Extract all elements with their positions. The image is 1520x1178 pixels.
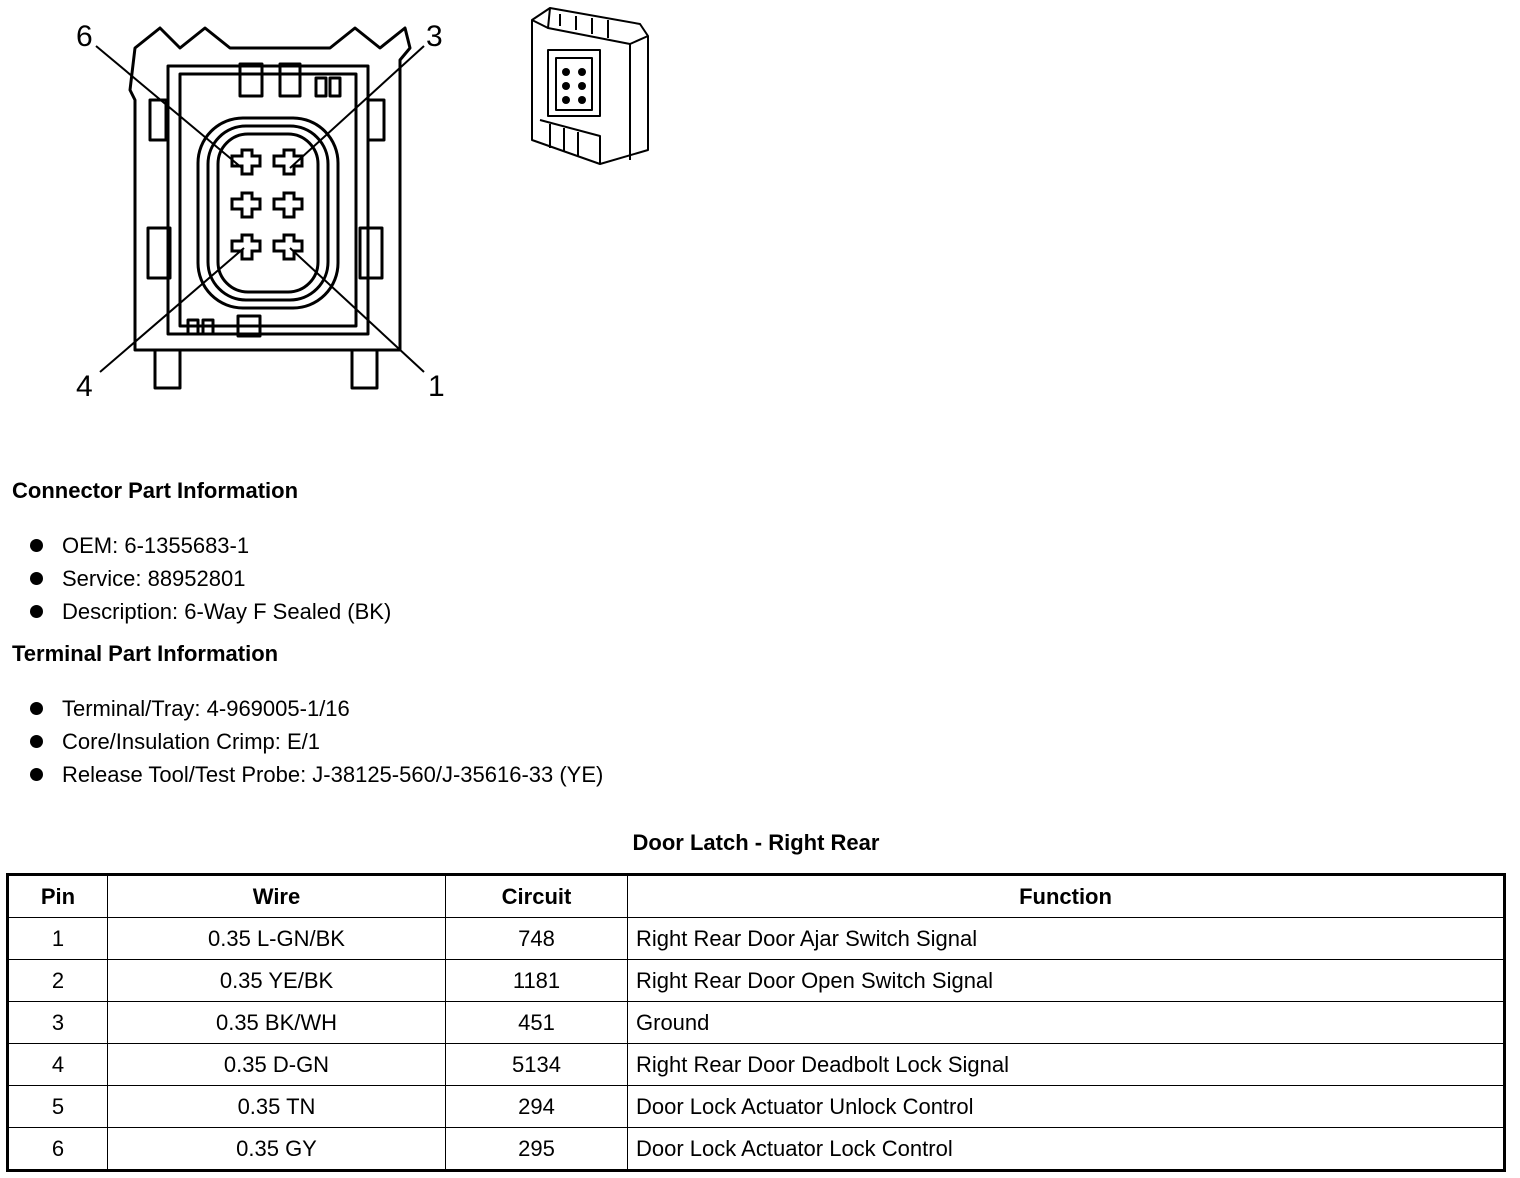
list-item-text: Core/Insulation Crimp: E/1 — [62, 729, 320, 754]
table-row: 6 0.35 GY 295 Door Lock Actuator Lock Co… — [7, 1127, 1505, 1171]
terminal-info-title: Terminal Part Information — [12, 641, 279, 666]
cell-wire: 0.35 D-GN — [107, 1043, 446, 1086]
cell-wire: 0.35 BK/WH — [107, 1001, 446, 1044]
table-row: 4 0.35 D-GN 5134 Right Rear Door Deadbol… — [7, 1043, 1505, 1086]
list-item: Description: 6-Way F Sealed (BK) — [30, 595, 391, 628]
cell-circuit: 295 — [445, 1127, 628, 1171]
column-header-function: Function — [627, 874, 1505, 918]
table-caption: Door Latch - Right Rear — [632, 830, 880, 855]
cell-function: Right Rear Door Open Switch Signal — [627, 959, 1505, 1002]
cell-circuit: 294 — [445, 1085, 628, 1128]
bullet-icon — [30, 539, 43, 552]
column-header-pin: Pin — [7, 874, 108, 918]
bullet-icon — [30, 735, 43, 748]
table-row: 5 0.35 TN 294 Door Lock Actuator Unlock … — [7, 1085, 1505, 1128]
pin-label-4: 4 — [76, 370, 93, 403]
cell-circuit: 748 — [445, 917, 628, 960]
column-header-circuit: Circuit — [445, 874, 628, 918]
list-item: Release Tool/Test Probe: J-38125-560/J-3… — [30, 758, 603, 791]
cell-wire: 0.35 YE/BK — [107, 959, 446, 1002]
column-header-wire: Wire — [107, 874, 446, 918]
connector-isometric-drawing — [531, 7, 649, 165]
list-item-text: Terminal/Tray: 4-969005-1/16 — [62, 696, 350, 721]
cell-pin: 5 — [7, 1085, 108, 1128]
pin-label-1: 1 — [428, 370, 445, 403]
list-item-text: Service: 88952801 — [62, 566, 246, 591]
connector-info-list: OEM: 6-1355683-1 Service: 88952801 Descr… — [30, 529, 391, 628]
cell-function: Right Rear Door Deadbolt Lock Signal — [627, 1043, 1505, 1086]
cell-pin: 4 — [7, 1043, 108, 1086]
list-item: Core/Insulation Crimp: E/1 — [30, 725, 603, 758]
list-item-text: Release Tool/Test Probe: J-38125-560/J-3… — [62, 762, 604, 787]
table-row: 1 0.35 L-GN/BK 748 Right Rear Door Ajar … — [7, 917, 1505, 960]
terminal-info-list: Terminal/Tray: 4-969005-1/16 Core/Insula… — [30, 692, 603, 791]
pin-label-3: 3 — [426, 20, 443, 53]
bullet-icon — [30, 572, 43, 585]
cell-wire: 0.35 L-GN/BK — [107, 917, 446, 960]
list-item: OEM: 6-1355683-1 — [30, 529, 391, 562]
cell-function: Door Lock Actuator Unlock Control — [627, 1085, 1505, 1128]
cell-wire: 0.35 GY — [107, 1127, 446, 1171]
cell-function: Door Lock Actuator Lock Control — [627, 1127, 1505, 1171]
table-row: 2 0.35 YE/BK 1181 Right Rear Door Open S… — [7, 959, 1505, 1002]
table-header-row: Pin Wire Circuit Function — [7, 874, 1505, 918]
cell-circuit: 5134 — [445, 1043, 628, 1086]
cell-pin: 2 — [7, 959, 108, 1002]
pin-label-6: 6 — [76, 20, 93, 53]
list-item: Terminal/Tray: 4-969005-1/16 — [30, 692, 603, 725]
cell-pin: 1 — [7, 917, 108, 960]
list-item-text: Description: 6-Way F Sealed (BK) — [62, 599, 392, 624]
table-row: 3 0.35 BK/WH 451 Ground — [7, 1001, 1505, 1044]
list-item: Service: 88952801 — [30, 562, 391, 595]
cell-circuit: 451 — [445, 1001, 628, 1044]
pinout-table: Pin Wire Circuit Function 1 0.35 L-GN/BK… — [6, 873, 1506, 1172]
connector-face-drawing — [95, 26, 425, 390]
bullet-icon — [30, 768, 43, 781]
list-item-text: OEM: 6-1355683-1 — [62, 533, 250, 558]
cell-function: Ground — [627, 1001, 1505, 1044]
cell-pin: 3 — [7, 1001, 108, 1044]
bullet-icon — [30, 605, 43, 618]
cell-wire: 0.35 TN — [107, 1085, 446, 1128]
cell-function: Right Rear Door Ajar Switch Signal — [627, 917, 1505, 960]
connector-info-title: Connector Part Information — [12, 478, 299, 503]
cell-circuit: 1181 — [445, 959, 628, 1002]
cell-pin: 6 — [7, 1127, 108, 1171]
bullet-icon — [30, 702, 43, 715]
